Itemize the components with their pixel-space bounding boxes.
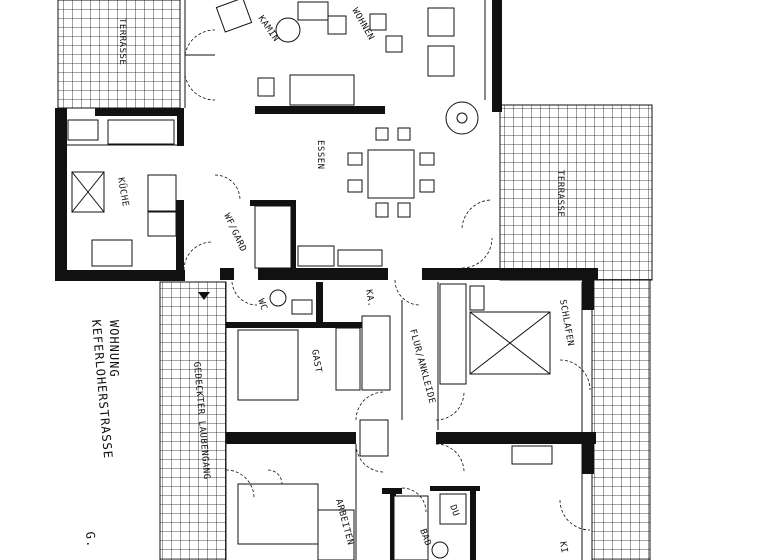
label-du: DU [447,504,460,519]
laubengang-grid [159,281,227,560]
label-terrasse-nw: TERRASSE [117,18,127,65]
label-kueche: KÜCHE [115,177,131,208]
title-floor: G. [83,531,98,549]
label-schlafen: SCHLAFEN [557,299,575,347]
terrasse-e [499,104,653,281]
terrasse-e-strip [591,279,651,560]
terrasse-nw [57,0,181,109]
label-wf-gard: WF/GARD [221,212,248,254]
entrance-marker [198,292,210,300]
title-block: WOHNUNG KEFERLOHERSTRASSE G. [83,319,121,549]
label-kind: KI [557,541,569,554]
doors [183,29,591,531]
furniture [67,0,553,560]
label-flur: FLUR/ANKLEIDE [407,328,437,405]
label-terrasse-e: TERRASSE [555,170,565,217]
thin-lines [67,0,583,560]
label-ka: KA. [363,289,376,308]
label-wc: WC [255,298,268,313]
title-line-1: WOHNUNG [107,320,121,378]
label-gast: GAST [309,349,323,374]
label-essen: ESSEN [315,140,325,170]
walls [55,0,598,560]
